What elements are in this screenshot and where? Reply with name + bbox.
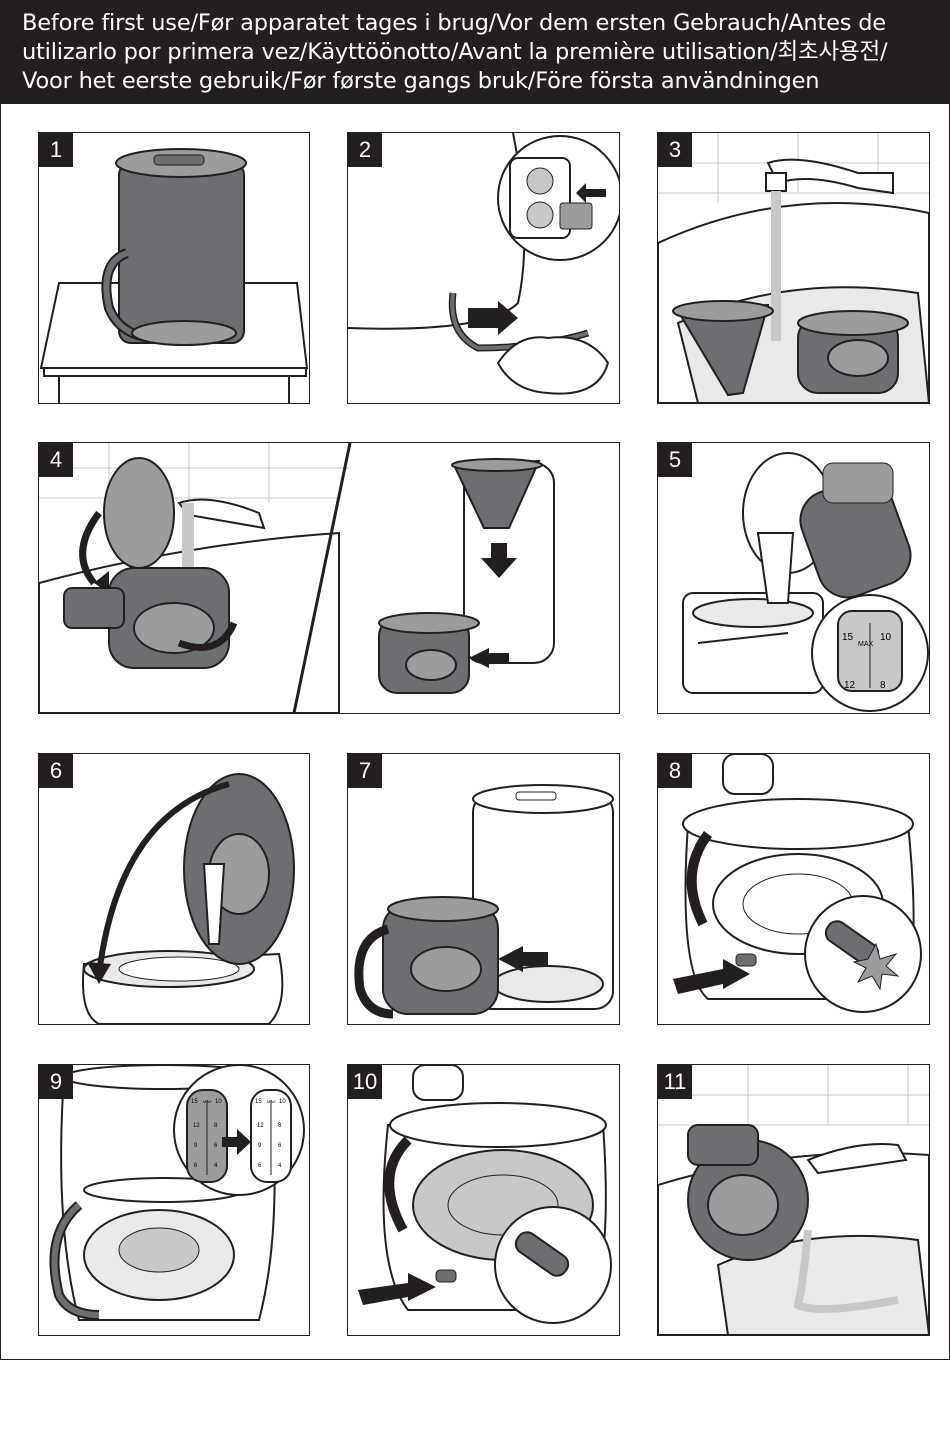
gauge-right-max: MAX xyxy=(267,1099,276,1104)
gauge-left-r3-left: 9 xyxy=(194,1143,198,1149)
pour-water-to-max-illustration: 15 MAX 10 12 8 xyxy=(682,452,929,712)
step-number: 6 xyxy=(39,754,73,788)
gauge-left-r3-right: 6 xyxy=(214,1143,218,1149)
gauge-mid-left: 12 xyxy=(844,680,856,691)
gauge-left-r2-right: 8 xyxy=(214,1123,218,1129)
page-title: Before first use/Før apparatet tages i b… xyxy=(22,10,888,94)
let-water-flow-through-illustration: 15 MAX 10 12 8 9 6 6 4 15 MAX 10 12 8 9 … xyxy=(49,1065,305,1321)
step-8-panel: 8 xyxy=(657,753,930,1025)
gauge-top-left: 15 xyxy=(842,632,854,643)
switch-on-illustration xyxy=(673,754,922,1013)
gauge-right-r4-right: 4 xyxy=(278,1163,282,1169)
step-9-panel: 15 MAX 10 12 8 9 6 6 4 15 MAX 10 12 8 9 … xyxy=(38,1064,310,1336)
step-number: 1 xyxy=(39,133,73,167)
step-number: 2 xyxy=(348,133,382,167)
step-number: 3 xyxy=(658,133,692,167)
step-7-panel: 7 xyxy=(347,753,620,1025)
plug-in-power-cord-illustration xyxy=(348,133,619,395)
gauge-right-r3-left: 9 xyxy=(258,1143,262,1149)
gauge-right-r4-left: 6 xyxy=(258,1163,262,1169)
gauge-left-r4-right: 4 xyxy=(214,1163,218,1169)
gauge-top-right: 10 xyxy=(880,632,892,643)
gauge-right-top-left: 15 xyxy=(255,1099,262,1105)
gauge-right-r3-right: 6 xyxy=(278,1143,282,1149)
coffee-maker-on-table-illustration xyxy=(39,148,309,403)
gauge-left-top-right: 10 xyxy=(215,1099,222,1105)
step-5-panel: 15 MAX 10 12 8 5 xyxy=(657,442,930,714)
gauge-left-top-left: 15 xyxy=(191,1099,198,1105)
step-number: 11 xyxy=(658,1065,692,1099)
gauge-left-r4-left: 6 xyxy=(194,1163,198,1169)
step-2-panel: 2 xyxy=(347,132,620,404)
step-number: 5 xyxy=(658,443,692,477)
gauge-max-label: MAX xyxy=(858,641,874,648)
empty-jug-illustration xyxy=(658,1065,929,1335)
step-1-panel: 1 xyxy=(38,132,310,404)
place-jug-on-hotplate-illustration xyxy=(354,784,614,1019)
step-number: 8 xyxy=(658,754,692,788)
header-bar: Before first use/Før apparatet tages i b… xyxy=(0,0,950,104)
step-number: 10 xyxy=(348,1065,382,1099)
switch-off-illustration xyxy=(358,1065,612,1324)
gauge-right-r2-left: 12 xyxy=(257,1123,264,1129)
gauge-right-r2-right: 8 xyxy=(278,1123,282,1129)
rinse-filter-and-jug-illustration xyxy=(658,133,929,403)
step-11-panel: 11 xyxy=(657,1064,930,1336)
step-number: 4 xyxy=(39,443,73,477)
fill-water-and-place-jug-illustration xyxy=(39,443,555,713)
step-3-panel: 3 xyxy=(657,132,930,404)
gauge-right-top-right: 10 xyxy=(279,1099,286,1105)
step-number: 9 xyxy=(39,1065,73,1099)
step-6-panel: 6 xyxy=(38,753,310,1025)
step-number: 7 xyxy=(348,754,382,788)
gauge-mid-right: 8 xyxy=(880,680,886,691)
step-4-panel: 4 xyxy=(38,442,620,714)
close-lid-illustration xyxy=(82,773,295,1024)
gauge-left-max: MAX xyxy=(203,1099,212,1104)
step-10-panel: 10 xyxy=(347,1064,620,1336)
gauge-left-r2-left: 12 xyxy=(193,1123,200,1129)
